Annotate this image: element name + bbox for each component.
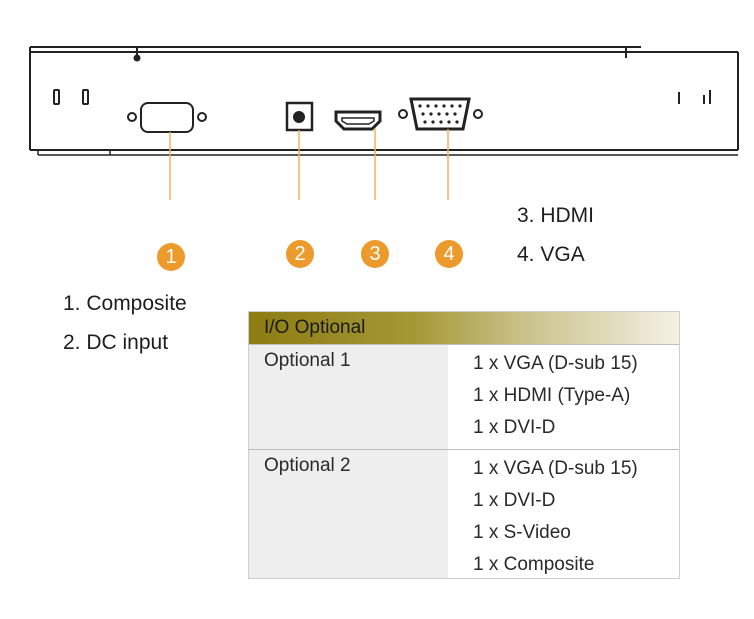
row-item: 1 x VGA (D-sub 15) [473, 458, 638, 479]
right-vent-slots [678, 90, 711, 104]
hdmi-port-icon [334, 110, 382, 131]
row-item: 1 x DVI-D [473, 417, 556, 438]
badge-number: 1 [165, 245, 177, 268]
legend-item-dc-input: 2. DC input [63, 331, 169, 354]
badge-dc-input: 2 [286, 240, 314, 268]
row-item: 1 x VGA (D-sub 15) [473, 353, 638, 374]
row-item: 1 x DVI-D [473, 490, 556, 511]
table-header: I/O Optional [249, 312, 679, 345]
legend-right: 3. HDMI 4. VGA [517, 196, 594, 274]
row-label-cell: Optional 2 [249, 450, 448, 578]
row-label: Optional 1 [264, 350, 351, 371]
row-divider [249, 449, 679, 450]
legend-left: 1. Composite 2. DC input [63, 284, 187, 362]
dc-input-port-icon [285, 101, 314, 132]
composite-port-icon [127, 102, 207, 133]
badge-number: 4 [443, 242, 455, 265]
io-optional-table: I/O Optional Optional 1 1 x VGA (D-sub 1… [248, 311, 680, 579]
row-items: 1 x VGA (D-sub 15) 1 x DVI-D 1 x S-Video… [473, 453, 638, 581]
table-row-optional-1: Optional 1 1 x VGA (D-sub 15) 1 x HDMI (… [249, 345, 679, 449]
legend-item-hdmi: 3. HDMI [517, 204, 595, 227]
row-label: Optional 2 [264, 455, 351, 476]
badge-number: 3 [369, 242, 381, 265]
row-item: 1 x Composite [473, 554, 595, 575]
badge-hdmi: 3 [361, 240, 389, 268]
row-items: 1 x VGA (D-sub 15) 1 x HDMI (Type-A) 1 x… [473, 348, 638, 444]
badge-vga: 4 [435, 240, 463, 268]
row-item: 1 x S-Video [473, 522, 571, 543]
table-row-optional-2: Optional 2 1 x VGA (D-sub 15) 1 x DVI-D … [249, 450, 679, 578]
badge-number: 2 [294, 242, 306, 265]
table-header-title: I/O Optional [264, 317, 366, 338]
legend-item-composite: 1. Composite [63, 292, 187, 315]
leader-lines [169, 128, 449, 200]
device-rear-panel [29, 46, 739, 200]
panel-housing [29, 46, 739, 156]
row-item: 1 x HDMI (Type-A) [473, 385, 631, 406]
left-vent-slots [53, 89, 89, 105]
legend-item-vga: 4. VGA [517, 243, 585, 266]
row-label-cell: Optional 1 [249, 345, 448, 449]
vga-port-icon [398, 97, 483, 131]
badge-composite: 1 [157, 243, 185, 271]
